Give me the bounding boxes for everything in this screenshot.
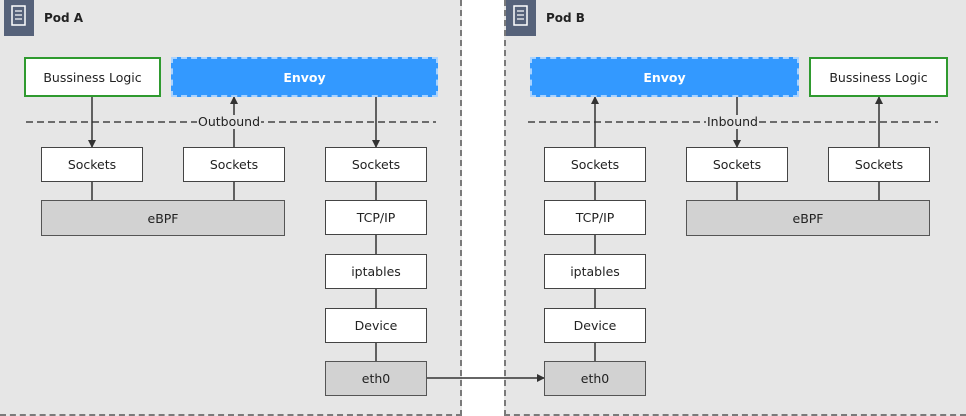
pod-a-title: Pod A bbox=[44, 11, 84, 25]
pod-a-tcpip-box: TCP/IP bbox=[325, 200, 427, 235]
outbound-label: Outbound bbox=[197, 114, 262, 129]
pod-a-device-box: Device bbox=[325, 308, 427, 343]
pod-b-device-box: Device bbox=[544, 308, 646, 343]
pod-b-tcpip-box: TCP/IP bbox=[544, 200, 646, 235]
pod-a-socket-box-3: Sockets bbox=[325, 147, 427, 182]
pod-a-ebpf-box: eBPF bbox=[41, 200, 285, 236]
pod-b-socket-box-3: Sockets bbox=[828, 147, 930, 182]
pod-a-socket-box-1: Sockets bbox=[41, 147, 143, 182]
pod-b-socket-box-1: Sockets bbox=[544, 147, 646, 182]
pod-a-envoy-box: Envoy bbox=[171, 57, 438, 97]
pod-a-socket-box-2: Sockets bbox=[183, 147, 285, 182]
pod-b-ebpf-box: eBPF bbox=[686, 200, 930, 236]
pod-a-business-logic-box: Bussiness Logic bbox=[24, 57, 161, 97]
pod-b-business-logic-box: Bussiness Logic bbox=[809, 57, 948, 97]
pod-a-server-icon bbox=[4, 0, 34, 36]
pod-b-eth0-box: eth0 bbox=[544, 361, 646, 396]
pod-b-server-icon bbox=[506, 0, 536, 36]
pod-a-iptables-box: iptables bbox=[325, 254, 427, 289]
pod-b-socket-box-2: Sockets bbox=[686, 147, 788, 182]
pod-b-iptables-box: iptables bbox=[544, 254, 646, 289]
pod-b-envoy-box: Envoy bbox=[530, 57, 799, 97]
pod-b-title: Pod B bbox=[546, 11, 585, 25]
inbound-label: Inbound bbox=[706, 114, 759, 129]
pod-a-eth0-box: eth0 bbox=[325, 361, 427, 396]
